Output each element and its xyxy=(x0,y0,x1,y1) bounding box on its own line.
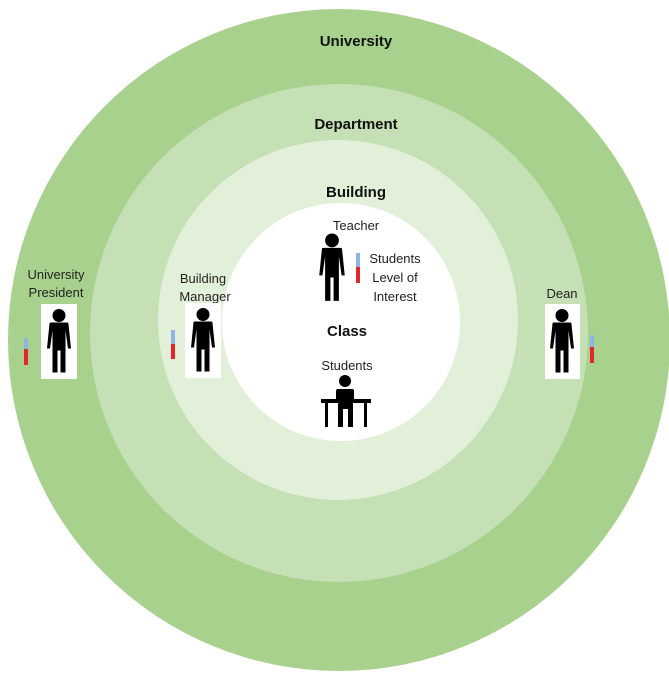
legend-line1: Students xyxy=(369,251,421,266)
teacher-label: Teacher xyxy=(333,218,380,233)
ring-title-university: University xyxy=(320,33,393,50)
dean-figure xyxy=(545,304,580,379)
dean-interest-meter-icon xyxy=(590,335,594,363)
building-manager-interest-meter-icon xyxy=(171,330,175,359)
legend-line3: Interest xyxy=(373,289,417,304)
dean-label: Dean xyxy=(546,286,577,301)
ring-title-department: Department xyxy=(314,116,397,133)
building-manager-label-line2: Manager xyxy=(179,289,231,304)
university-president-label-line1: University xyxy=(27,267,85,282)
building-manager-label-line1: Building xyxy=(180,271,226,286)
university-president-interest-meter-icon xyxy=(24,338,28,365)
legend-line2: Level of xyxy=(372,270,418,285)
building-manager-figure xyxy=(185,303,221,378)
student-at-desk-icon xyxy=(321,375,371,427)
ring-class xyxy=(222,203,460,441)
ring-title-class: Class xyxy=(327,323,367,340)
students-label: Students xyxy=(321,358,373,373)
ring-title-building: Building xyxy=(326,184,386,201)
university-president-label-line2: President xyxy=(29,285,84,300)
teacher-interest-meter-icon xyxy=(356,253,360,283)
university-president-figure xyxy=(41,304,77,379)
